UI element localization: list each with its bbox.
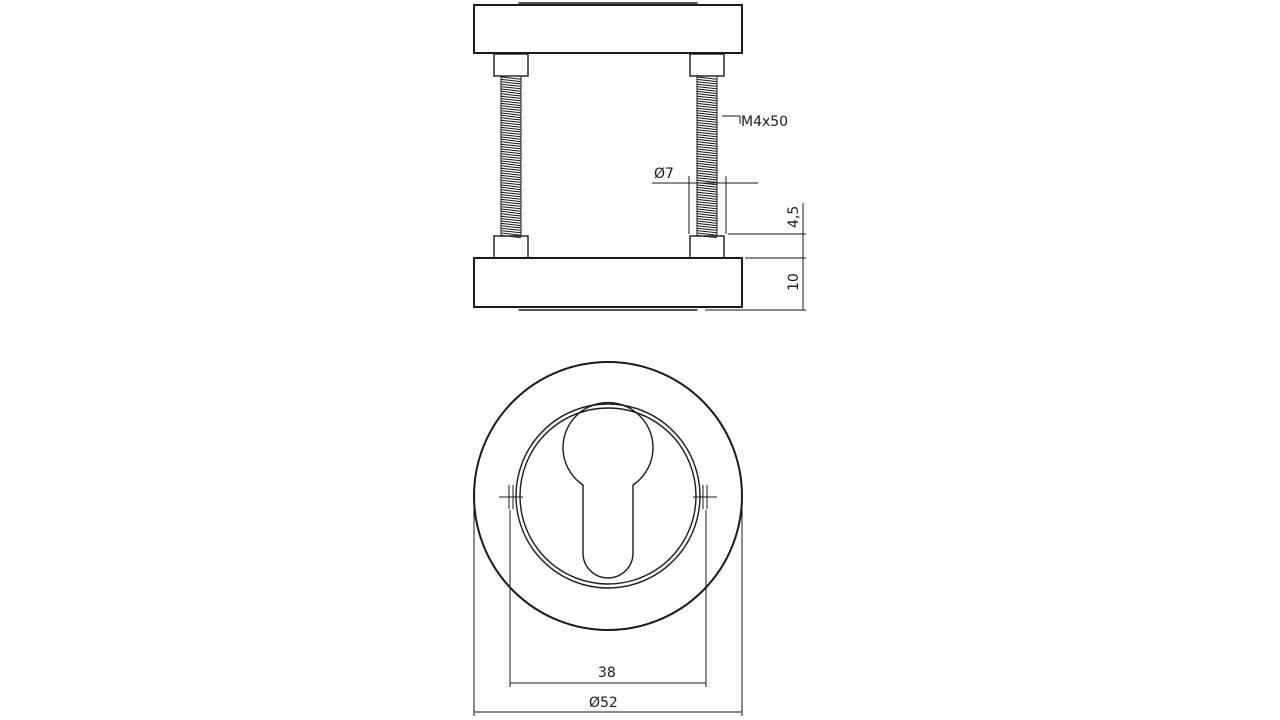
screw-callout: M4x50 xyxy=(722,114,788,130)
hole-diameter-label: Ø7 xyxy=(654,166,674,182)
left-screw xyxy=(493,53,529,259)
inner-ring-outer xyxy=(515,403,701,589)
right-screw xyxy=(689,53,725,259)
hole-spacing-label: 38 xyxy=(598,665,616,681)
left-screw-thread xyxy=(500,76,522,239)
hole-diameter-dimension: Ø7 xyxy=(652,166,758,234)
front-view: 38 Ø52 xyxy=(473,361,743,716)
keyhole-cutout xyxy=(562,401,654,579)
screw-spec-label: M4x50 xyxy=(741,114,788,130)
left-screw-hole-mark xyxy=(499,485,523,509)
hole-spacing-dimension: 38 xyxy=(509,510,707,687)
side-view: M4x50 Ø7 4,5 10 xyxy=(473,2,806,311)
right-screw-thread xyxy=(696,76,718,239)
bottom-rose-plate xyxy=(473,257,743,311)
outer-diameter-label: Ø52 xyxy=(589,695,618,711)
offset-dimension: 4,5 xyxy=(728,203,806,258)
top-rose-plate xyxy=(473,2,743,54)
right-screw-hole-mark xyxy=(693,485,717,509)
thickness-label: 10 xyxy=(786,273,802,291)
outer-diameter-dimension: Ø52 xyxy=(473,496,743,716)
thickness-dimension: 10 xyxy=(705,257,806,311)
inner-ring-inner xyxy=(519,407,697,585)
offset-label: 4,5 xyxy=(786,206,802,228)
